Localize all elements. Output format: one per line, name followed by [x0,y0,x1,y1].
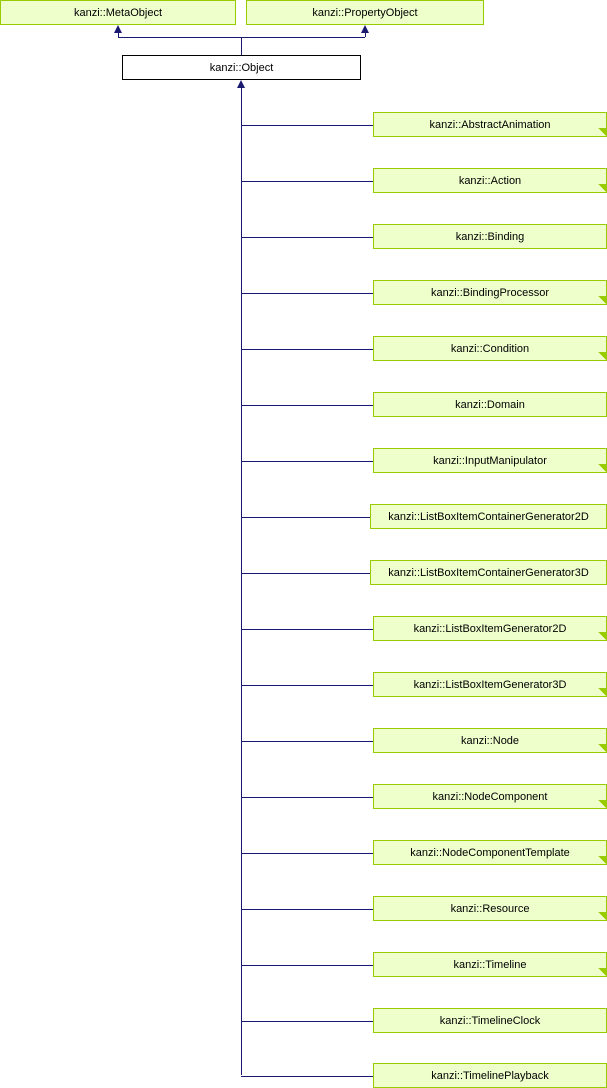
class-box-derived-6[interactable]: kanzi::InputManipulator [373,448,607,473]
edge-derived-16 [241,1021,373,1022]
class-name-label: kanzi::ListBoxItemGenerator3D [413,678,567,691]
class-name-label: kanzi::Node [460,734,520,747]
class-box-root[interactable]: kanzi::Object [122,55,361,80]
class-box-derived-5[interactable]: kanzi::Domain [373,392,607,417]
folded-corner-icon [598,296,607,305]
class-box-derived-11[interactable]: kanzi::Node [373,728,607,753]
class-name-label: kanzi::TimelinePlayback [431,1069,549,1082]
class-box-derived-7[interactable]: kanzi::ListBoxItemContainerGenerator2D [370,504,607,529]
edge-derived-11 [241,741,373,742]
class-box-derived-17[interactable]: kanzi::TimelinePlayback [373,1063,607,1088]
class-box-derived-10[interactable]: kanzi::ListBoxItemGenerator3D [373,672,607,697]
class-box-parent-1[interactable]: kanzi::PropertyObject [246,0,484,25]
edge-derived-4 [241,349,373,350]
folded-corner-icon [598,800,607,809]
edge-derived-1 [241,181,373,182]
folded-corner-icon [598,912,607,921]
class-name-label: kanzi::Object [209,61,274,74]
edge-derived-5 [241,405,373,406]
class-name-label: kanzi::ListBoxItemContainerGenerator2D [388,510,589,523]
folded-corner-icon [598,352,607,361]
class-box-derived-0[interactable]: kanzi::AbstractAnimation [373,112,607,137]
folded-corner-icon [598,744,607,753]
class-name-label: kanzi::AbstractAnimation [429,118,551,131]
class-box-derived-4[interactable]: kanzi::Condition [373,336,607,361]
class-name-label: kanzi::NodeComponentTemplate [410,846,570,859]
edge-derived-3 [241,293,373,294]
edge-derived-13 [241,853,373,854]
edge-to-propertyobject [365,33,366,37]
folded-corner-icon [598,968,607,977]
edge-derived-2 [241,237,373,238]
derived-trunk-line [241,88,242,1075]
arrowhead-root [237,80,245,88]
folded-corner-icon [598,128,607,137]
arrowhead-propertyobject [361,25,369,33]
folded-corner-icon [598,464,607,473]
class-box-derived-9[interactable]: kanzi::ListBoxItemGenerator2D [373,616,607,641]
folded-corner-icon [598,856,607,865]
class-box-derived-16[interactable]: kanzi::TimelineClock [373,1008,607,1033]
class-name-label: kanzi::BindingProcessor [430,286,549,299]
arrowhead-metaobject [114,25,122,33]
class-name-label: kanzi::PropertyObject [312,6,418,19]
class-box-derived-15[interactable]: kanzi::Timeline [373,952,607,977]
class-name-label: kanzi::Timeline [453,958,527,971]
class-box-derived-8[interactable]: kanzi::ListBoxItemContainerGenerator3D [370,560,607,585]
class-box-derived-3[interactable]: kanzi::BindingProcessor [373,280,607,305]
folded-corner-icon [598,632,607,641]
class-name-label: kanzi::ListBoxItemContainerGenerator3D [388,566,589,579]
edge-derived-8 [241,573,370,574]
folded-corner-icon [598,184,607,193]
edge-derived-10 [241,685,373,686]
class-box-derived-1[interactable]: kanzi::Action [373,168,607,193]
class-name-label: kanzi::Binding [455,230,525,243]
class-box-parent-0[interactable]: kanzi::MetaObject [0,0,236,25]
class-box-derived-12[interactable]: kanzi::NodeComponent [373,784,607,809]
edge-derived-7 [241,517,370,518]
class-box-derived-2[interactable]: kanzi::Binding [373,224,607,249]
edge-derived-0 [241,125,373,126]
edge-derived-9 [241,629,373,630]
class-name-label: kanzi::Resource [450,902,530,915]
class-name-label: kanzi::InputManipulator [433,454,547,467]
folded-corner-icon [598,688,607,697]
class-name-label: kanzi::Action [458,174,522,187]
edge-derived-14 [241,909,373,910]
edge-to-metaobject [118,33,119,37]
edge-derived-15 [241,965,373,966]
class-name-label: kanzi::MetaObject [73,6,163,19]
class-name-label: kanzi::TimelineClock [439,1014,541,1027]
class-box-derived-14[interactable]: kanzi::Resource [373,896,607,921]
class-name-label: kanzi::ListBoxItemGenerator2D [413,622,567,635]
class-name-label: kanzi::NodeComponent [432,790,548,803]
edge-derived-17 [241,1076,373,1077]
class-name-label: kanzi::Condition [450,342,530,355]
edge-derived-12 [241,797,373,798]
edge-derived-6 [241,461,373,462]
class-box-derived-13[interactable]: kanzi::NodeComponentTemplate [373,840,607,865]
edge-root-riser [241,37,242,55]
class-name-label: kanzi::Domain [455,398,525,411]
